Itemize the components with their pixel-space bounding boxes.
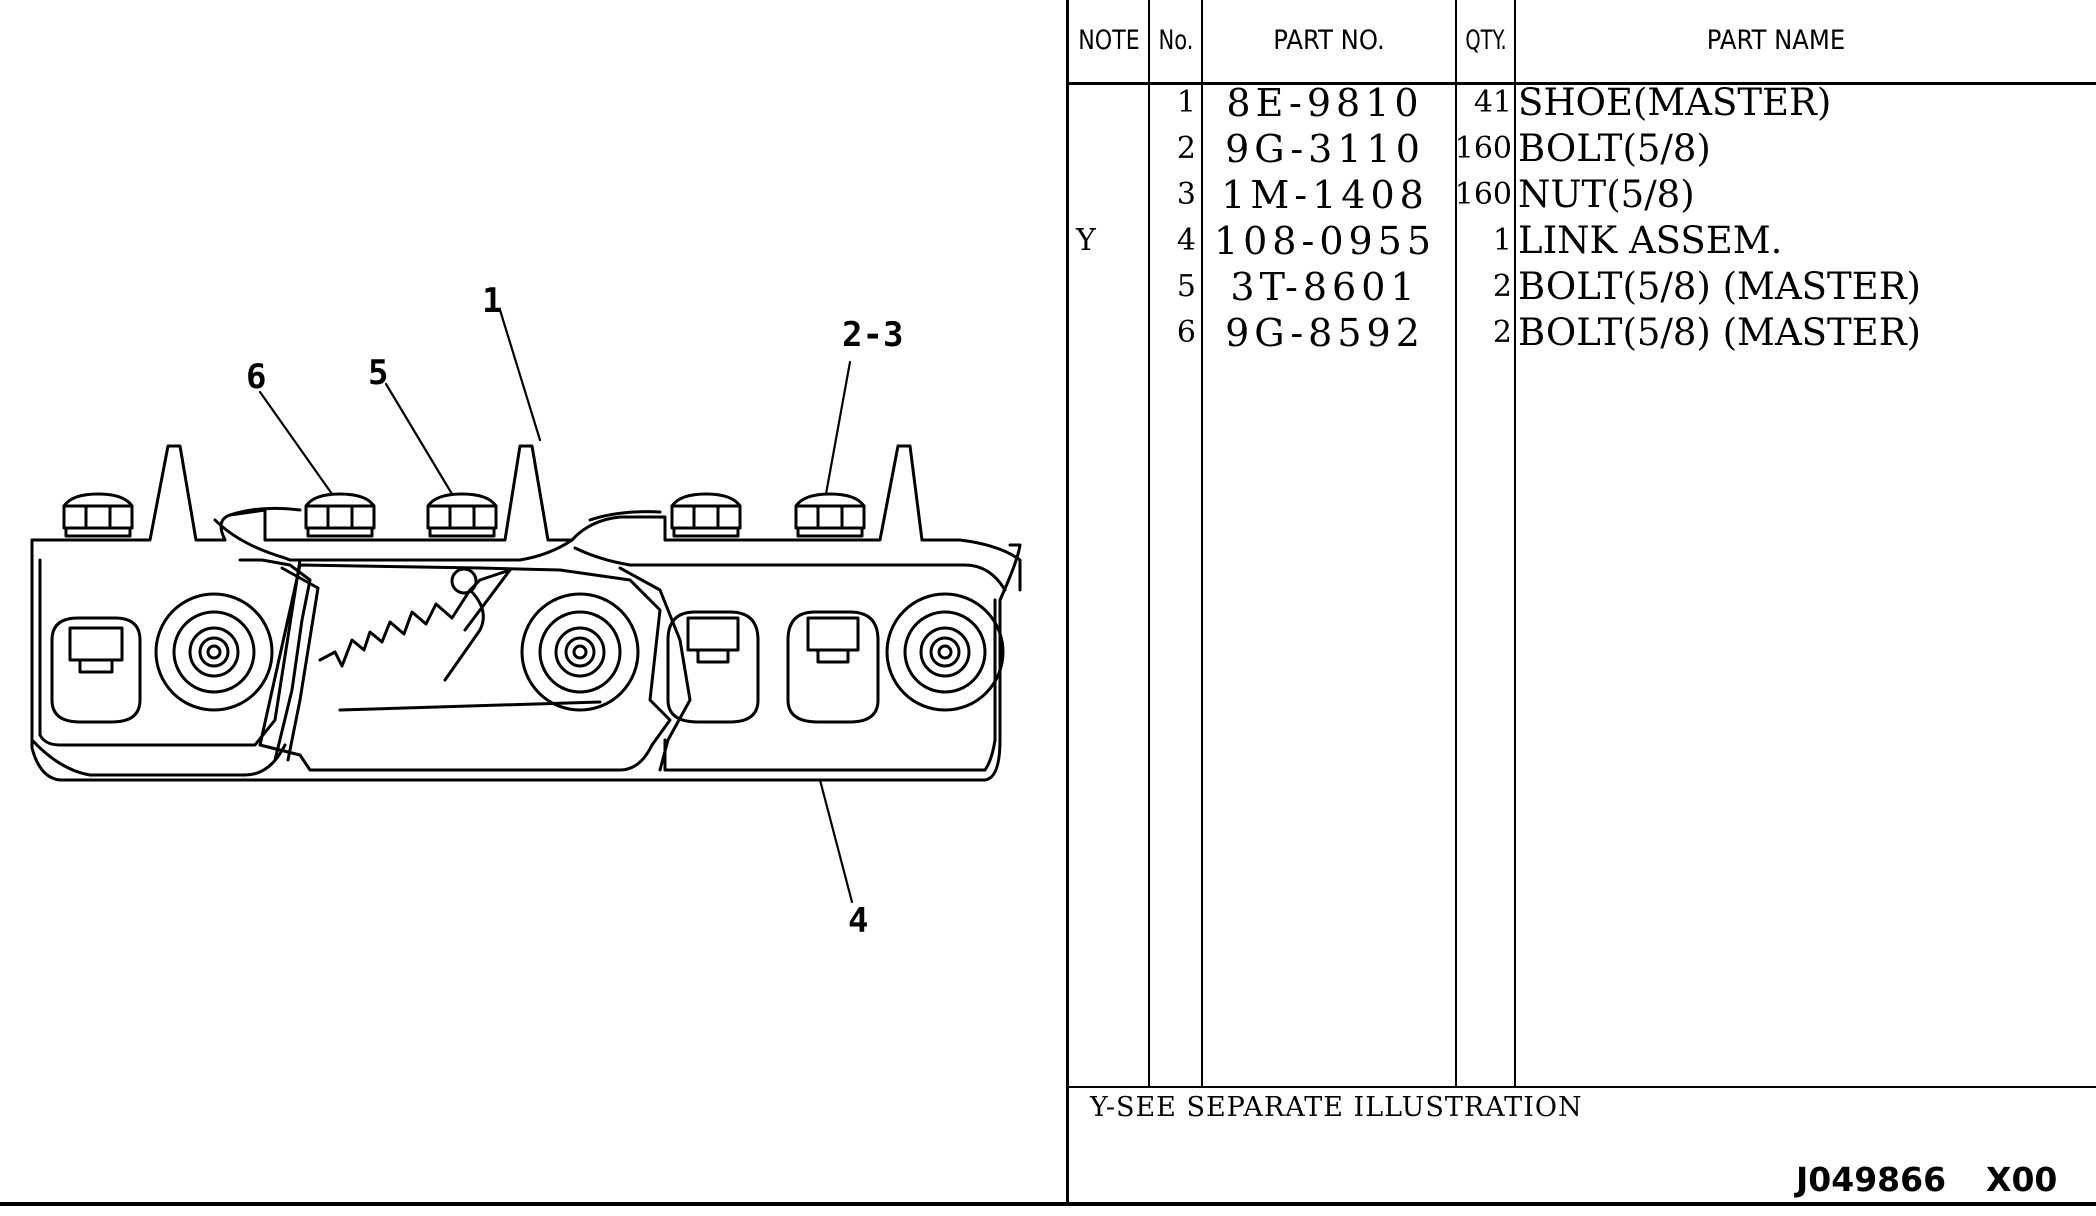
- callout-6: 6: [246, 357, 267, 397]
- drawing-number: J049866: [1796, 1160, 1947, 1199]
- row-number: 2: [1176, 131, 1196, 166]
- leader-line-5: [384, 382, 454, 496]
- row-number: 3: [1176, 177, 1196, 212]
- row-quantity: 160: [1454, 131, 1512, 166]
- row-quantity: 1: [1492, 223, 1512, 258]
- column-divider-no: [1201, 0, 1203, 1088]
- row-part-number: 9G-3110: [1225, 127, 1425, 171]
- row-quantity: 2: [1492, 269, 1512, 304]
- page-bottom-rule: [0, 1202, 2096, 1206]
- callout-5: 5: [368, 353, 389, 393]
- header-part-name: PART NAME: [1706, 24, 1846, 56]
- bolt-heads: [62, 492, 866, 538]
- column-divider-partno: [1455, 0, 1457, 1088]
- nut-windows: [50, 610, 880, 724]
- leader-lines: [258, 308, 854, 904]
- track-link-assembly-illustration: [30, 308, 1022, 904]
- row-part-number: 3T-8601: [1230, 265, 1420, 309]
- leader-line-2-3: [824, 360, 852, 496]
- row-part-number: 8E-9810: [1226, 81, 1424, 125]
- master-shoe: [213, 444, 1022, 592]
- footnote: Y-SEE SEPARATE ILLUSTRATION: [1090, 1092, 1583, 1123]
- assembly-outline: [30, 444, 1022, 782]
- row-part-name: SHOE(MASTER): [1518, 81, 1832, 124]
- column-divider-qty: [1514, 0, 1516, 1088]
- revision-code: X00: [1986, 1160, 2058, 1199]
- bushing-rollers: [154, 592, 1005, 712]
- table-left-border: [1066, 0, 1069, 1204]
- header-part-no: PART NO.: [1273, 24, 1385, 56]
- callout-1: 1: [482, 281, 503, 321]
- row-part-name: NUT(5/8): [1518, 173, 1695, 216]
- callout-4: 4: [848, 901, 869, 941]
- column-divider-note: [1148, 0, 1150, 1088]
- row-quantity: 2: [1492, 315, 1512, 350]
- header-note: NOTE: [1078, 24, 1140, 56]
- callout-2-3: 2-3: [842, 315, 904, 355]
- row-part-number: 9G-8592: [1225, 311, 1425, 355]
- row-number: 5: [1176, 269, 1196, 304]
- row-part-name: BOLT(5/8): [1518, 127, 1711, 170]
- table-header-rule: [1066, 82, 2096, 85]
- row-part-name: BOLT(5/8) (MASTER): [1518, 311, 1921, 354]
- row-quantity: 160: [1454, 177, 1512, 212]
- row-part-number: 1M-1408: [1221, 173, 1429, 217]
- row-number: 1: [1176, 85, 1196, 120]
- leader-line-6: [258, 390, 334, 496]
- row-quantity: 41: [1473, 85, 1512, 120]
- link-inner-detail: [318, 567, 602, 712]
- row-number: 4: [1176, 223, 1196, 258]
- row-note: Y: [1076, 223, 1096, 258]
- leader-line-4: [818, 778, 854, 904]
- row-part-name: LINK ASSEM.: [1518, 219, 1783, 262]
- header-no: No.: [1158, 24, 1194, 56]
- table-footer-rule: [1066, 1086, 2096, 1088]
- row-part-number: 108-0955: [1213, 219, 1437, 263]
- row-number: 6: [1176, 315, 1196, 350]
- row-part-name: BOLT(5/8) (MASTER): [1518, 265, 1921, 308]
- link-bodies: [30, 558, 997, 777]
- header-qty: QTY.: [1465, 24, 1507, 56]
- leader-line-1: [498, 308, 542, 442]
